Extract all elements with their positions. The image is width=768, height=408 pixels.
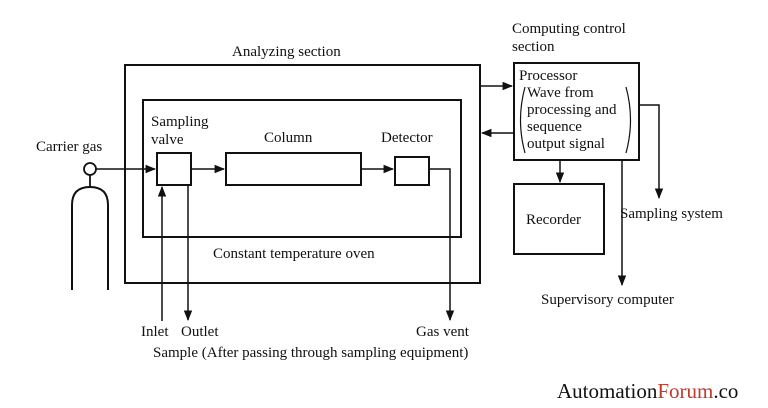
processor-desc-1: Wave from — [527, 85, 594, 101]
outlet-label: Outlet — [181, 324, 219, 340]
analyzing-section-box — [124, 64, 481, 284]
sampling-valve-box — [156, 152, 192, 186]
watermark-part-1: Automation — [557, 379, 658, 403]
sampling-valve-label-1: Sampling — [151, 114, 209, 130]
watermark-part-2: Forum — [657, 379, 713, 403]
oven-label: Constant temperature oven — [213, 246, 375, 262]
carrier-gas-label: Carrier gas — [36, 139, 102, 155]
processor-desc-4: output signal — [527, 136, 605, 152]
detector-label: Detector — [381, 130, 433, 146]
to-sampling-system-line — [639, 104, 664, 200]
watermark: AutomationForum.co — [557, 379, 738, 403]
processor-desc-3: sequence — [527, 119, 582, 135]
column-label: Column — [264, 130, 313, 146]
sample-note: Sample (After passing through sampling e… — [153, 345, 468, 361]
detector-box — [394, 156, 430, 186]
inlet-label: Inlet — [141, 324, 169, 340]
column-box — [225, 152, 362, 186]
right-paren — [625, 86, 632, 154]
computing-control-label-1: Computing control — [512, 21, 626, 37]
recorder-box — [513, 183, 605, 255]
computing-control-label-2: section — [512, 39, 555, 55]
processor-desc-2: processing and — [527, 102, 617, 118]
left-paren — [519, 86, 526, 154]
sampling-valve-label-2: valve — [151, 132, 184, 148]
gas-cylinder-icon — [71, 162, 109, 290]
processor-label: Processor — [519, 68, 577, 84]
gas-vent-label: Gas vent — [416, 324, 470, 340]
analyzing-section-label: Analyzing section — [232, 44, 341, 60]
supervisory-computer-label: Supervisory computer — [541, 292, 674, 308]
recorder-label: Recorder — [526, 212, 581, 228]
detector-out-line — [429, 168, 455, 322]
watermark-part-3: .co — [713, 379, 738, 403]
processor-box — [513, 62, 640, 161]
sampling-system-label: Sampling system — [620, 206, 723, 222]
